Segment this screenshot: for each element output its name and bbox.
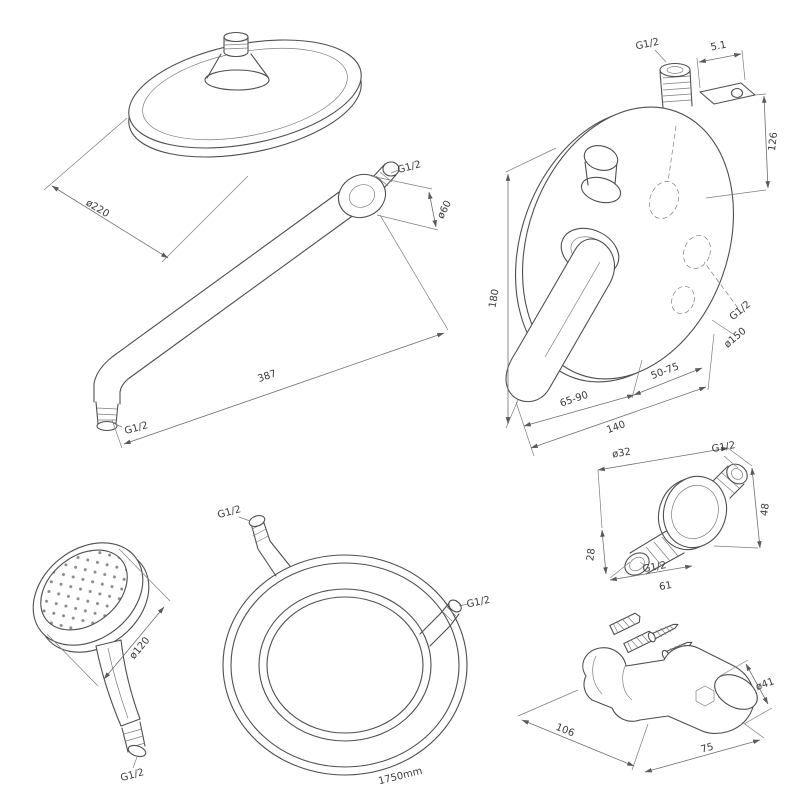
- dim-label-holder-width: 106: [554, 722, 576, 739]
- mixer-valve: [505, 62, 756, 403]
- fixing-hardware: [609, 612, 693, 661]
- dim-label-mixer-top-height: 126: [767, 132, 780, 152]
- screw: [647, 623, 679, 643]
- dim-label-arm-thread-wall: G1/2: [396, 159, 422, 176]
- dim-label-arm-length: 387: [256, 368, 278, 385]
- dim-label-hand-shower-dia: ø120: [128, 635, 153, 661]
- dim-label-mixer-bracket-offset: 5.1: [710, 40, 728, 54]
- dim-label-elbow-dia-top: ø32: [611, 446, 631, 460]
- dim-holder: 106 75 ø41: [517, 659, 776, 773]
- shower-arm: [93, 161, 400, 432]
- shower-holder: [582, 645, 758, 734]
- wall-outlet-elbow: [624, 463, 748, 576]
- dim-label-elbow-depth: 28: [585, 548, 598, 562]
- dim-label-elbow-thread-wall: G1/2: [711, 440, 736, 455]
- dim-label-arm-thread-end: G1/2: [123, 420, 149, 437]
- dim-label-mixer-thread-ports: G1/2: [728, 299, 753, 323]
- shower-hose: [222, 515, 468, 776]
- overhead-shower-head: [128, 31, 362, 158]
- dim-label-arm-diameter: ø60: [436, 199, 455, 221]
- dim-label-holder-depth: 75: [700, 742, 715, 756]
- dim-label-elbow-thread-out: G1/2: [642, 560, 667, 575]
- dim-label-overhead-diameter: ø220: [84, 198, 111, 220]
- dim-label-mixer-thread-top: G1/2: [635, 37, 661, 53]
- dim-label-mixer-height: 180: [487, 288, 501, 309]
- dim-shower-arm: G1/2 ø60 387 G1/2: [111, 159, 455, 449]
- dim-label-hand-shower-thread: G1/2: [119, 767, 145, 784]
- dim-label-hose-thread-a: G1/2: [216, 504, 242, 521]
- wall-plug: [609, 612, 641, 636]
- dim-label-mixer-depth-left: 65-90: [559, 390, 590, 410]
- dim-label-elbow-width: 61: [658, 580, 672, 593]
- dim-wall-outlet: ø32 G1/2 48 28 61 G1/2: [585, 440, 772, 593]
- dim-label-mixer-width: 140: [605, 419, 627, 436]
- dim-label-holder-dia: ø41: [754, 676, 775, 693]
- dim-label-hose-thread-b: G1/2: [466, 595, 492, 611]
- dim-label-elbow-height: 48: [759, 503, 772, 517]
